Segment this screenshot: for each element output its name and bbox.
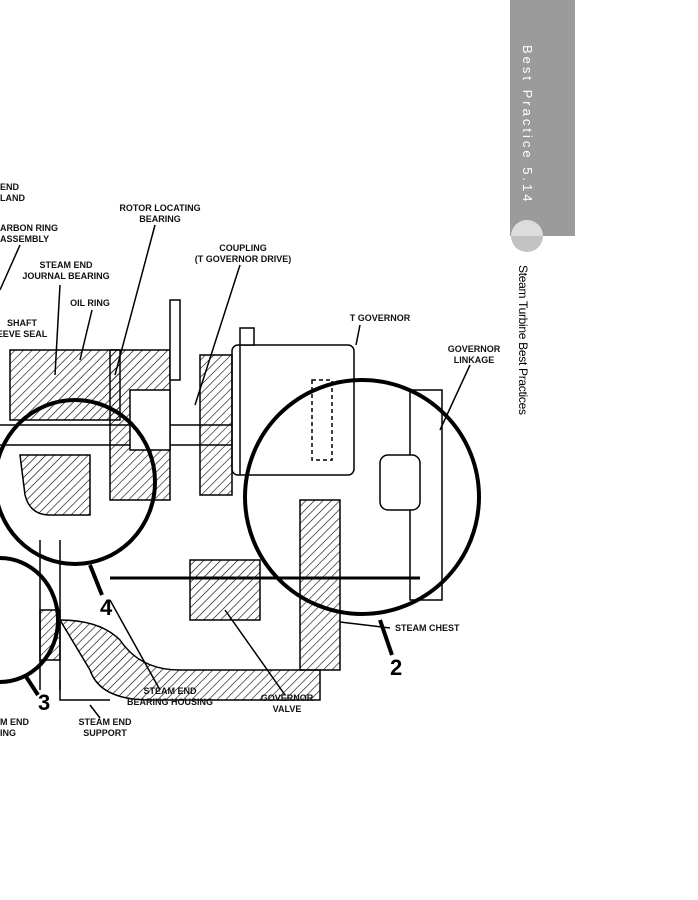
section-tab [510,0,575,236]
callout-number-3: 3 [38,690,51,715]
callout-circle-4 [0,398,157,566]
tab-circle-decoration [511,220,543,252]
inspection-circles [0,378,481,697]
callout-circle-2 [243,378,481,616]
callout-number-2: 2 [390,655,403,680]
label-t-governor: T GOVERNOR [349,313,411,323]
label-coupling: COUPLING(T GOVERNOR DRIVE) [194,243,292,264]
label-steam-chest: STEAM CHEST [395,623,460,633]
callout-circle-3 [0,556,60,684]
turbine-drawing [0,224,471,719]
label-oil-ring: OIL RING [70,298,110,308]
callout-number-4: 4 [100,595,113,620]
